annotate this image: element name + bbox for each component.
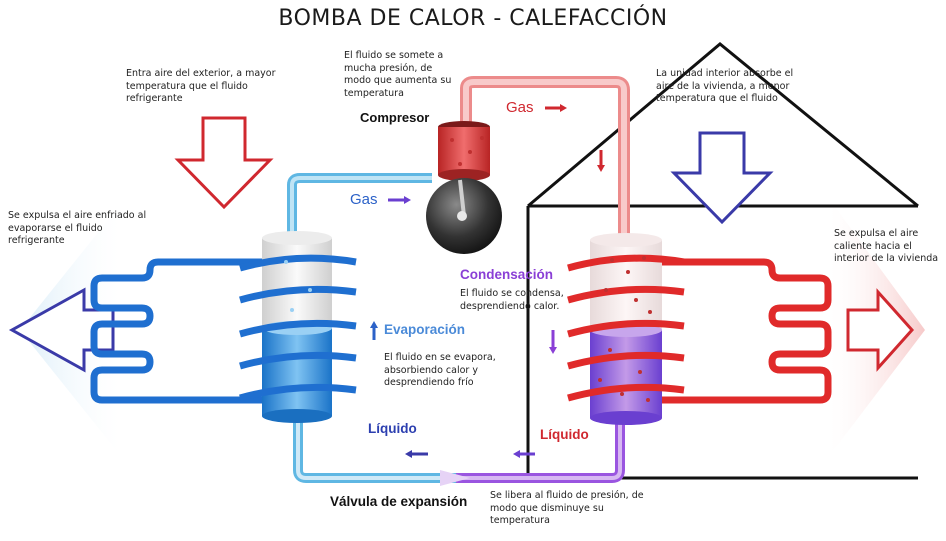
condenser-tank [590, 233, 662, 425]
evaporation-label: Evaporación [384, 322, 466, 337]
condensation-label: Condensación [460, 267, 554, 282]
gas-left-label: Gas [350, 191, 378, 208]
outside-air-in-arrow [174, 116, 274, 210]
hot-air-out-arrow [846, 288, 915, 372]
right-heat-exchanger-fins [660, 258, 832, 404]
expansion-valve [440, 470, 470, 486]
gas-pipe-left [287, 173, 432, 238]
evaporation-note: El fluido en se evapora, absorbiendo cal… [384, 352, 496, 388]
compressor-note: El fluido se somete a mucha presión, de … [344, 50, 452, 99]
valve-note: Se libera al fluido de presión, de modo … [490, 490, 644, 526]
bubbles [450, 136, 652, 402]
left-heat-exchanger-fins [90, 258, 262, 404]
hot-air-out-note: Se expulsa el aire caliente hacia el int… [834, 228, 939, 264]
expansion-valve-label: Válvula de expansión [330, 494, 468, 509]
liquid-left-label: Líquido [368, 421, 417, 436]
condensation-note: El fluido se condensa, desprendiendo cal… [460, 288, 564, 312]
evaporator-tank [262, 231, 332, 423]
liquid-right-label: Líquido [540, 427, 589, 442]
compressor-label: Compresor [360, 110, 430, 125]
compressor [426, 121, 502, 254]
outside-air-in-note: Entra aire del exterior, a mayor tempera… [126, 68, 276, 104]
flow-arrows [370, 104, 605, 458]
gas-right-label: Gas [506, 99, 534, 116]
house-roof [527, 42, 919, 208]
condenser-coil [567, 254, 685, 402]
cold-air-out-arrow [8, 287, 115, 373]
indoor-air-in-arrow [670, 131, 774, 225]
page-title: BOMBA DE CALOR - CALEFACCIÓN [278, 6, 668, 31]
indoor-absorbs-note: La unidad interior absorbe el aire de la… [656, 68, 794, 104]
cold-air-out-note: Se expulsa el aire enfriado al evaporars… [8, 210, 147, 246]
evaporator-coil [239, 254, 357, 402]
